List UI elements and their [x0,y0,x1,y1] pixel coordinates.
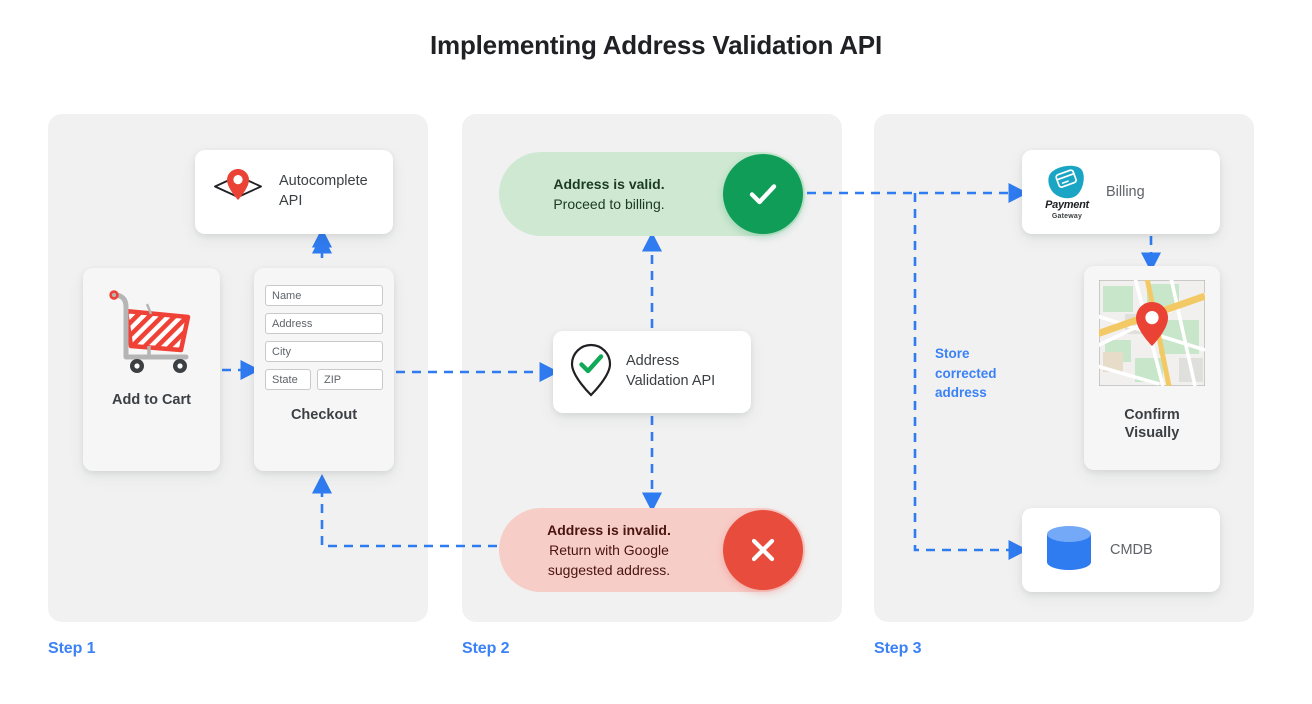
address-valid-line2: Proceed to billing. [553,196,665,212]
checkout-caption: Checkout [290,407,358,423]
confirm-visually-card[interactable]: Confirm Visually [1084,266,1220,470]
add-to-cart-caption: Add to Cart [112,392,191,408]
step-2-label: Step 2 [462,640,510,657]
address-invalid-line3: suggested address. [547,562,671,579]
cmdb-label: CMDB [1110,542,1153,558]
checkout-form: Name Address City State ZIP [265,285,383,397]
payment-gateway-icon: Payment Gateway [1036,164,1098,220]
step-3-label: Step 3 [874,640,922,657]
payment-gateway-logo-sub: Gateway [1051,213,1083,220]
map-pin-check-icon [567,341,615,404]
autocomplete-api-card[interactable]: Autocomplete API [195,150,393,234]
address-valid-line1: Address is valid. [553,175,665,192]
cmdb-card[interactable]: CMDB [1022,508,1220,592]
autocomplete-api-label: Autocomplete API [279,173,368,209]
confirm-visually-caption: Confirm Visually [1124,407,1180,442]
address-validation-api-label: Address Validation API [626,353,716,389]
state-field[interactable]: State [265,369,311,390]
store-corrected-address-label: Store corrected address [935,346,997,401]
database-cylinder-icon [1042,521,1096,580]
address-field[interactable]: Address [265,313,383,334]
close-x-icon [723,510,803,590]
billing-card[interactable]: Payment Gateway Billing [1022,150,1220,234]
checkout-card[interactable]: Name Address City State ZIP Checkout [254,268,394,471]
address-valid-pill: Address is valid. Proceed to billing. [499,152,805,236]
name-field[interactable]: Name [265,285,383,306]
map-thumbnail-icon [1095,277,1207,391]
page-title: Implementing Address Validation API [430,30,882,60]
shopping-cart-icon [104,282,200,379]
add-to-cart-card[interactable]: Add to Cart [83,268,220,471]
step-1-label: Step 1 [48,640,96,657]
address-invalid-text: Address is invalid. Return with Google s… [499,520,723,581]
map-pin-diamond-icon [209,163,267,222]
zip-field[interactable]: ZIP [317,369,383,390]
payment-gateway-logo-text: Payment [1045,199,1089,211]
address-invalid-pill: Address is invalid. Return with Google s… [499,508,805,592]
address-invalid-line1: Address is invalid. [547,521,671,538]
check-icon [723,154,803,234]
city-field[interactable]: City [265,341,383,362]
address-validation-api-card[interactable]: Address Validation API [553,331,751,413]
address-valid-text: Address is valid. Proceed to billing. [499,174,723,215]
address-invalid-line2: Return with Google [549,541,669,558]
billing-label: Billing [1106,184,1145,200]
